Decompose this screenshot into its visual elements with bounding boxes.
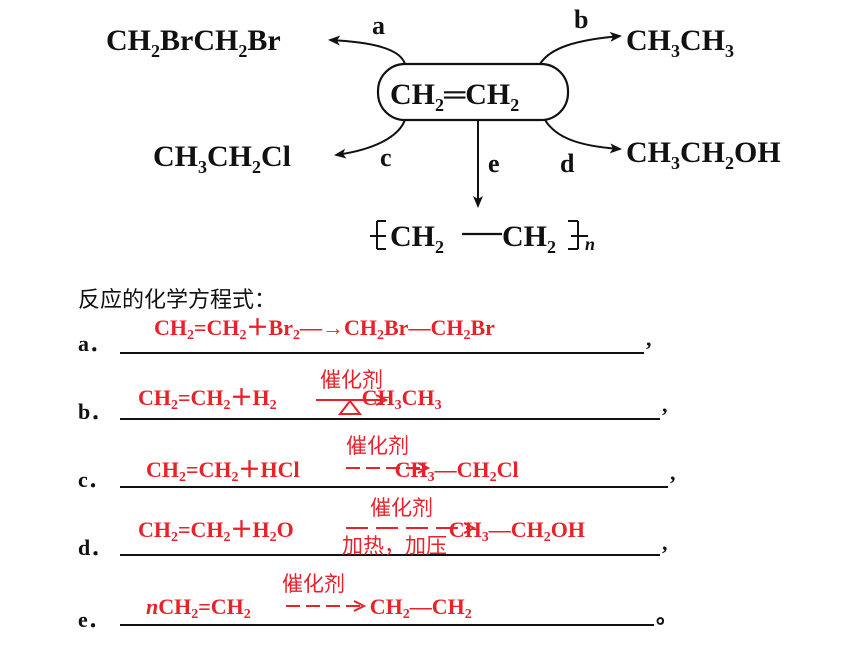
label-e: e	[488, 149, 500, 178]
answer-punct: ,	[670, 460, 676, 485]
ethylene-center: CH2═CH2	[376, 62, 570, 122]
svg-text:CH2═CH2: CH2═CH2	[390, 78, 519, 115]
arrow-d	[544, 119, 622, 154]
answer-punct: 。	[656, 603, 679, 628]
answer-a: a． , CH2=CH2＋Br2—→CH2Br—CH2Br	[0, 306, 860, 366]
product-e: CH2 CH2 n	[370, 220, 595, 257]
answer-line	[120, 418, 660, 420]
svg-text:CH2: CH2	[390, 220, 444, 257]
arrow-c	[334, 119, 406, 159]
answer-letter: d．	[78, 535, 113, 560]
answer-line	[120, 486, 668, 488]
intro-text: 反应的化学方程式：	[78, 288, 277, 313]
answer-punct: ,	[662, 392, 668, 417]
reaction-arrow	[346, 462, 431, 474]
reaction-diagram: CH2═CH2 a b c d e CH2BrCH2Br CH3CH3 CH3C…	[106, 5, 781, 257]
answer-d: d． , CH2=CH2＋H2O 催化剂 加热，加压 CH3—CH2OH	[0, 494, 860, 560]
label-b: b	[574, 5, 588, 34]
equation-a: CH2=CH2＋Br2—→CH2Br—CH2Br	[154, 315, 495, 343]
product-c: CH3CH2Cl	[153, 140, 291, 177]
product-a: CH2BrCH2Br	[106, 24, 281, 61]
svg-text:n: n	[585, 234, 595, 254]
product-d: CH3CH2OH	[626, 136, 781, 173]
equation-d: CH2=CH2＋H2O 催化剂 加热，加压 CH3—CH2OH	[138, 496, 585, 558]
answer-letter: b．	[78, 399, 113, 424]
catalyst-label: 催化剂	[282, 572, 345, 596]
condition-heat-pressure: 加热，加压	[342, 534, 447, 558]
reaction-arrow	[286, 600, 367, 612]
answer-e: e． 。 nCH2=CH2 催化剂 CH2—CH2	[0, 568, 860, 632]
label-c: c	[380, 143, 392, 172]
answer-line	[120, 624, 654, 626]
answer-punct: ,	[646, 326, 652, 351]
answer-line	[120, 352, 644, 354]
catalyst-label: 催化剂	[346, 434, 409, 458]
svg-text:CH2: CH2	[502, 220, 556, 257]
product-b: CH3CH3	[626, 24, 734, 61]
answer-line	[120, 554, 660, 556]
answer-letter: c．	[78, 467, 110, 492]
label-d: d	[560, 149, 575, 178]
answer-punct: ,	[662, 530, 668, 555]
answer-b: b． , CH2=CH2＋H2 催化剂 CH3CH3	[0, 362, 860, 424]
ethylene-box	[376, 62, 570, 122]
equation-e: nCH2=CH2 催化剂 CH2—CH2	[146, 572, 472, 623]
label-a: a	[372, 11, 385, 40]
arrow-b	[539, 31, 622, 65]
catalyst-label: 催化剂	[320, 368, 383, 392]
answer-letter: a．	[78, 331, 112, 356]
reaction-arrow	[346, 522, 477, 534]
answer-letter: e．	[78, 607, 110, 632]
reaction-arrow	[316, 394, 389, 415]
equation-c: CH2=CH2＋HCl 催化剂 CH3—CH2Cl	[146, 434, 519, 486]
equation-b: CH2=CH2＋H2 催化剂 CH3CH3	[138, 368, 442, 415]
arrow-a	[328, 35, 406, 65]
catalyst-label: 催化剂	[370, 496, 433, 520]
answer-c: c． , CH2=CH2＋HCl 催化剂 CH3—CH2Cl	[0, 428, 860, 492]
